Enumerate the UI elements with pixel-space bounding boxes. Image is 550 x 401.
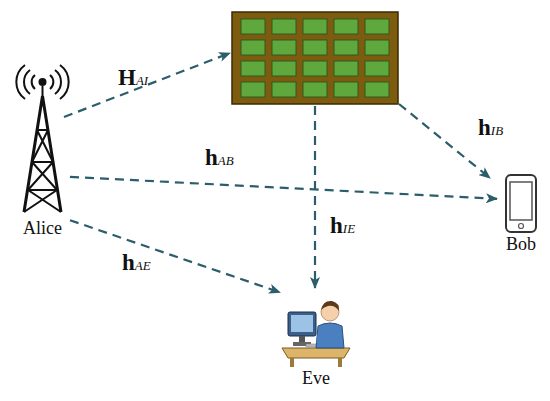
channel-label: hIB [478, 116, 503, 143]
node-name: Alice [23, 218, 62, 238]
node-icon [15, 62, 70, 214]
antenna-tower [15, 62, 70, 214]
ris-frame [232, 12, 398, 104]
channel-label: hAE [122, 251, 151, 278]
channel-label: hAB [205, 146, 234, 173]
node-icon [501, 174, 541, 234]
station-node: Bob [497, 174, 545, 260]
channel-arrow [70, 177, 497, 199]
channel-arrow [70, 220, 280, 292]
ris-channels [64, 53, 490, 288]
channel-line [314, 106, 316, 288]
node-name: Eve [302, 368, 330, 388]
station-node: Alice [15, 62, 70, 247]
channel-label: HAI [118, 66, 148, 93]
station-node: Eve [280, 292, 352, 396]
channel-label: hIE [330, 214, 355, 241]
eavesdropper-icon [280, 292, 352, 368]
node-icon [280, 292, 352, 368]
ris-panel [232, 12, 398, 104]
ris-elements [241, 19, 389, 97]
node-name: Bob [506, 234, 536, 254]
channel-line [64, 53, 230, 117]
phone-icon [501, 174, 541, 234]
channel-line [399, 104, 490, 178]
